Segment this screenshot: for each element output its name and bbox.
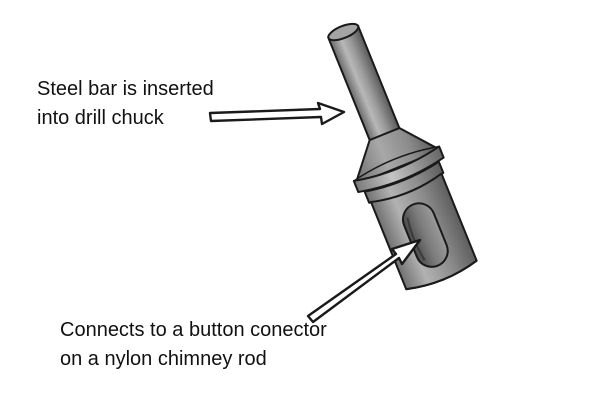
button-connector-slot — [401, 202, 449, 268]
pointer-arrow-icon — [306, 238, 422, 324]
pointer-arrow-icon — [208, 101, 346, 126]
chimney-rod-drill-adaptor-icon — [327, 22, 478, 291]
connector-label-line1: Connects to a button conector — [60, 319, 327, 341]
connector-label-line2: on a nylon chimney rod — [60, 348, 267, 370]
steel-bar-label-line1: Steel bar is inserted — [37, 78, 214, 100]
steel-bar-label-line2: into drill chuck — [37, 107, 164, 129]
steel-bar-label: Steel bar is inserted into drill chuck — [37, 75, 214, 133]
steel-bar-shaft — [327, 22, 402, 144]
connector-label: Connects to a button conector on a nylon… — [60, 316, 327, 374]
